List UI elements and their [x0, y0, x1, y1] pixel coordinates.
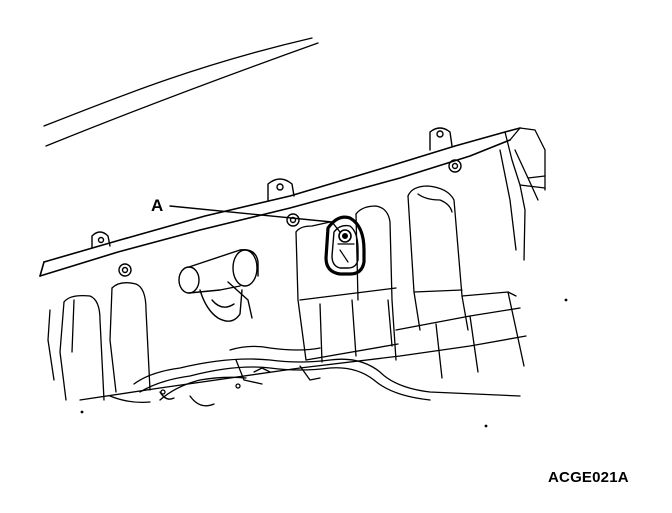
underbody-lines [109, 345, 521, 407]
bolt-holes [118, 159, 462, 277]
callout-leader-line [169, 205, 341, 233]
panel-top-edge [39, 127, 521, 277]
mounting-tab-2 [267, 178, 295, 201]
pipe-bracket [178, 249, 259, 322]
floor-ribs [47, 185, 527, 401]
mounting-tab-3 [429, 127, 453, 151]
right-side-structure [499, 127, 546, 261]
part-a-bracket [324, 215, 366, 276]
stray-dots [80, 298, 568, 428]
callout-label-a: A [151, 196, 164, 215]
figure-code: ACGE021A [548, 469, 629, 486]
mounting-tab-1 [91, 231, 111, 249]
roof-edge-lines [43, 37, 319, 147]
